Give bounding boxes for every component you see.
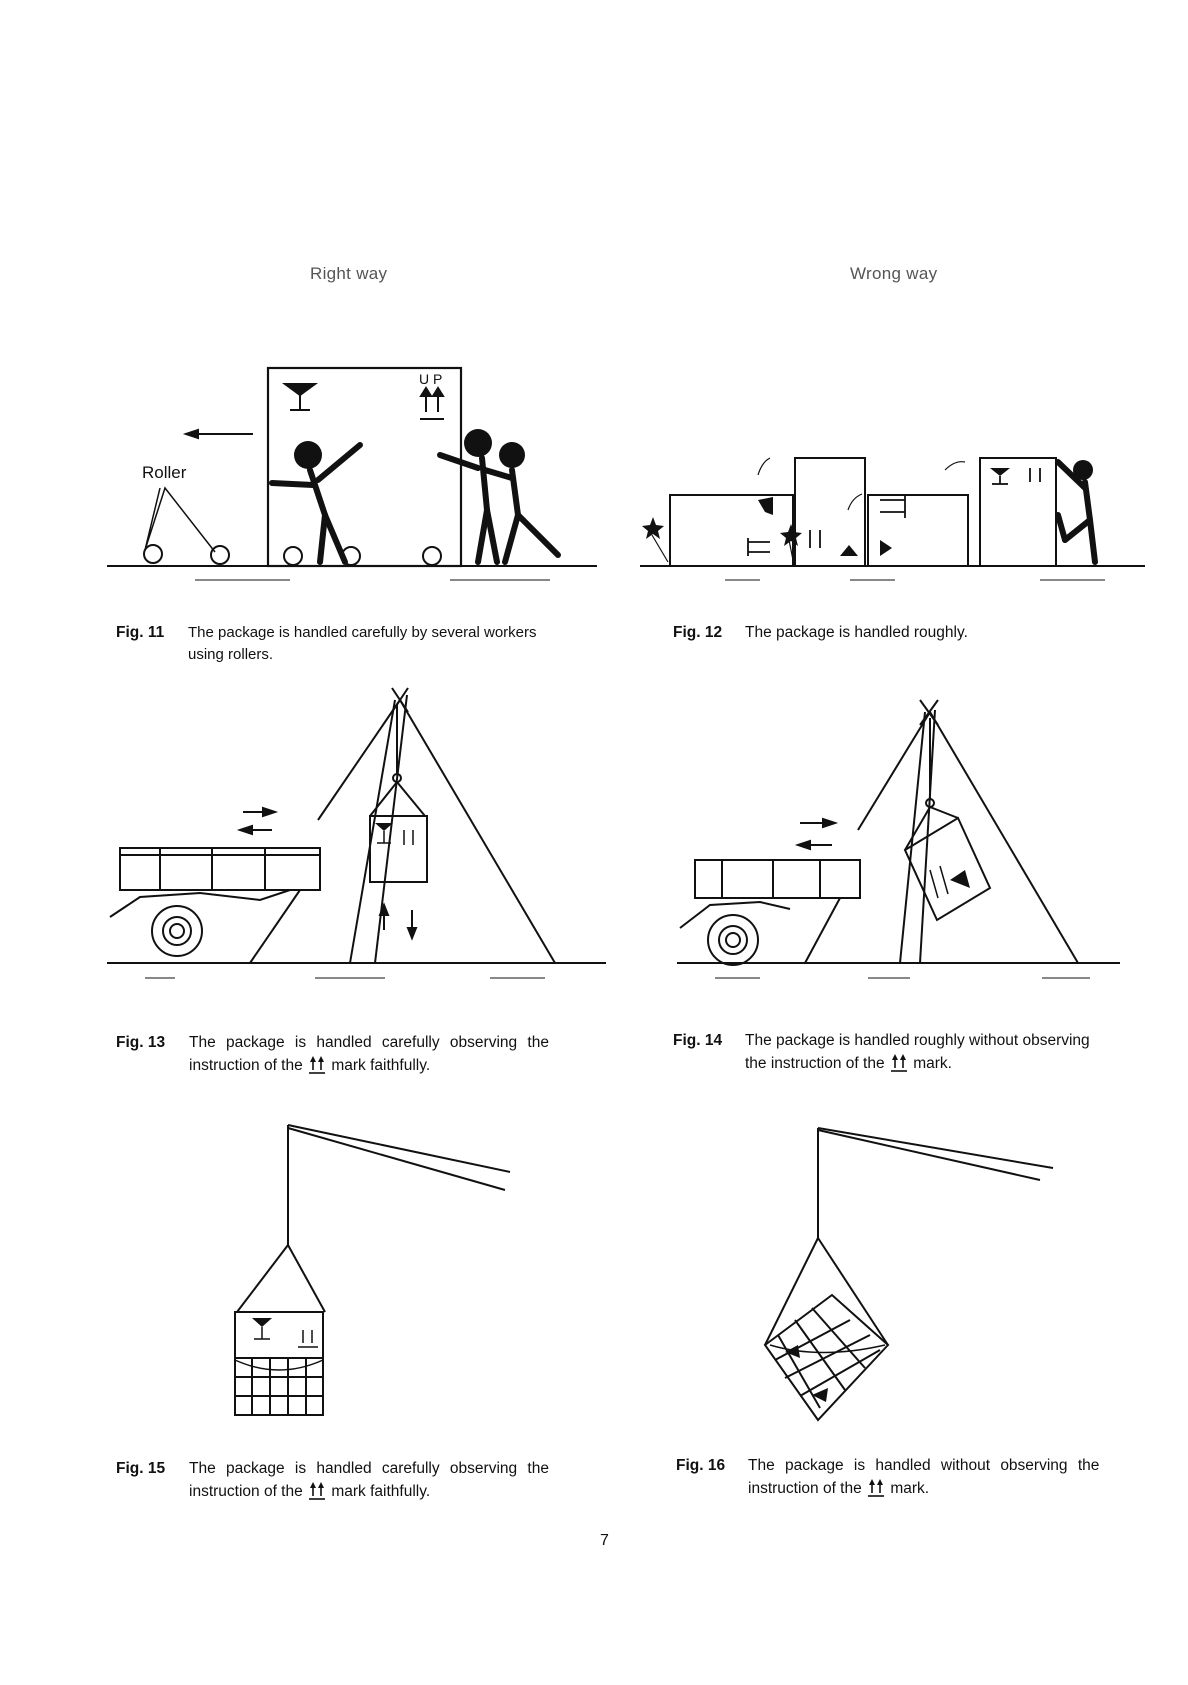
- fig-14-number: Fig. 14: [673, 1030, 722, 1052]
- fig-15-number: Fig. 15: [116, 1458, 165, 1480]
- up-mark-icon: [889, 1052, 909, 1072]
- fig-13-line2b: mark faithfully.: [331, 1057, 430, 1074]
- fig-16-line2a: instruction of the: [748, 1480, 862, 1497]
- fig-15-line2b: mark faithfully.: [331, 1483, 430, 1500]
- fig-13-line1: The package is handled carefully observi…: [189, 1034, 549, 1051]
- fig-16-text: The package is handled without observing…: [748, 1455, 1099, 1500]
- fig-14-line1: The package is handled roughly without o…: [745, 1032, 1090, 1049]
- up-mark-icon: [307, 1480, 327, 1500]
- fig-11-number: Fig. 11: [116, 622, 164, 644]
- fig-15-line2a: instruction of the: [189, 1483, 303, 1500]
- fig-14-line2a: the instruction of the: [745, 1055, 885, 1072]
- fig-14-text: The package is handled roughly without o…: [745, 1030, 1090, 1075]
- fig-13-number: Fig. 13: [116, 1032, 165, 1054]
- up-mark-icon: [866, 1477, 886, 1497]
- fig-15-line1: The package is handled carefully observi…: [189, 1460, 549, 1477]
- fig-12-line1: The package is handled roughly.: [745, 622, 968, 644]
- fig-16-number: Fig. 16: [676, 1455, 725, 1477]
- page-number: 7: [600, 1532, 609, 1550]
- fig-11-text: The package is handled carefully by seve…: [188, 622, 537, 666]
- fig-13-line2a: instruction of the: [189, 1057, 303, 1074]
- fig-15-text: The package is handled carefully observi…: [189, 1458, 549, 1503]
- fig-16-line2b: mark.: [890, 1480, 929, 1497]
- fig-16-line1: The package is handled without observing…: [748, 1457, 1099, 1474]
- fig-13-text: The package is handled carefully observi…: [189, 1032, 549, 1077]
- fig-11-line2: using rollers.: [188, 646, 273, 663]
- fig-14-line2b: mark.: [913, 1055, 952, 1072]
- fig-12-number: Fig. 12: [673, 622, 722, 644]
- up-mark-icon: [307, 1054, 327, 1074]
- fig-11-line1: The package is handled carefully by seve…: [188, 624, 537, 641]
